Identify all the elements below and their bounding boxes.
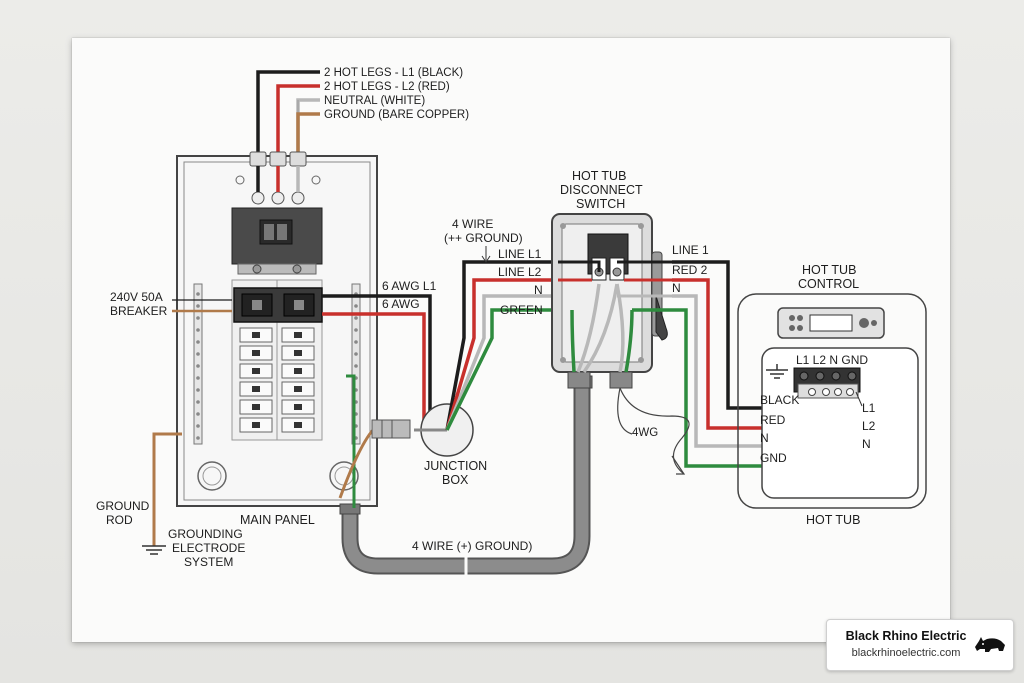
label-green: GREEN xyxy=(500,303,543,317)
wiring-diagram-board: 2 HOT LEGS - L1 (BLACK) 2 HOT LEGS - L2 … xyxy=(72,38,950,642)
hot-tub-control-title-1: HOT TUB xyxy=(802,263,856,277)
knockout-left xyxy=(197,461,227,491)
main-panel-title: MAIN PANEL xyxy=(240,513,315,527)
service-drop-wires xyxy=(256,70,320,166)
label-grounding-system-2: ELECTRODE xyxy=(172,541,245,555)
label-tub-n: N xyxy=(760,431,769,445)
label-ground-rod-1: GROUND xyxy=(96,499,150,513)
label-grounding-system-3: SYSTEM xyxy=(184,555,233,569)
grounding-electrode-wire xyxy=(142,432,182,555)
label-4wg: 4WG xyxy=(632,427,658,439)
label-line-1: LINE 1 xyxy=(672,243,709,257)
rhino-logo-icon xyxy=(975,637,1005,652)
label-side-n: N xyxy=(862,437,871,451)
label-conduit-4-wire: 4 WIRE (+) GROUND) xyxy=(412,539,532,553)
label-tub-black: BLACK xyxy=(760,393,799,407)
neutral-bus-bar xyxy=(193,283,203,445)
label-hot-leg-red: 2 HOT LEGS - L2 (RED) xyxy=(324,81,450,93)
label-side-l2: L2 xyxy=(862,419,876,433)
hot-tub-title: HOT TUB xyxy=(806,513,860,527)
label-ground-bare-copper: GROUND (BARE COPPER) xyxy=(324,109,469,121)
brand-card: Black Rhino Electric blackrhinoelectric.… xyxy=(826,619,1014,671)
disconnect-internal-wires xyxy=(558,260,672,374)
ground-bus-bar xyxy=(351,283,361,445)
disconnect-switch xyxy=(551,213,668,389)
junction-to-disconnect-wires xyxy=(445,260,558,431)
hot-tub-wiring-diagram: 2 HOT LEGS - L1 (BLACK) 2 HOT LEGS - L2 … xyxy=(96,67,927,575)
label-red-2: RED 2 xyxy=(672,263,708,277)
label-tub-gnd: GND xyxy=(760,451,787,465)
service-lugs xyxy=(235,151,321,205)
flexible-conduit xyxy=(617,387,690,475)
label-6awg: 6 AWG xyxy=(382,297,420,311)
label-line-l1: LINE L1 xyxy=(498,247,542,261)
main-breaker xyxy=(231,207,323,275)
label-tub-red: RED xyxy=(760,413,786,427)
label-ground-rod-2: ROD xyxy=(106,513,133,527)
hot-tub-50a-breaker xyxy=(233,287,323,323)
label-plus-ground: (++ GROUND) xyxy=(444,231,523,245)
main-panel xyxy=(176,151,378,507)
label-neutral-white: NEUTRAL (WHITE) xyxy=(324,95,425,107)
label-grounding-system-1: GROUNDING xyxy=(168,527,243,541)
label-hot-leg-black: 2 HOT LEGS - L1 (BLACK) xyxy=(324,67,463,79)
label-line-l2: LINE L2 xyxy=(498,265,542,279)
hot-tub-control-panel xyxy=(777,307,885,339)
terminal-header: L1 L2 N GND xyxy=(796,353,868,367)
junction-box-title-2: BOX xyxy=(442,473,469,487)
label-breaker-rating: 240V 50A xyxy=(110,290,163,304)
side-fitting xyxy=(338,419,411,499)
bus-screws xyxy=(196,292,358,440)
hot-tub-control-title-2: CONTROL xyxy=(798,277,859,291)
brand-name: Black Rhino Electric xyxy=(845,629,967,643)
label-breaker: BREAKER xyxy=(110,304,168,318)
disconnect-title-3: SWITCH xyxy=(576,197,625,211)
brand-url: blackrhinoelectric.com xyxy=(851,647,961,659)
disconnect-title-1: HOT TUB xyxy=(572,169,626,183)
hot-tub-ground-symbol xyxy=(766,364,788,379)
disconnect-title-2: DISCONNECT xyxy=(560,183,643,197)
label-4-wire: 4 WIRE xyxy=(452,217,493,231)
label-side-l1: L1 xyxy=(862,401,876,415)
junction-box-title-1: JUNCTION xyxy=(424,459,487,473)
label-n-in: N xyxy=(534,283,543,297)
label-6awg-l1: 6 AWG L1 xyxy=(382,279,437,293)
label-n-out: N xyxy=(672,281,681,295)
terminal-block xyxy=(793,367,861,399)
